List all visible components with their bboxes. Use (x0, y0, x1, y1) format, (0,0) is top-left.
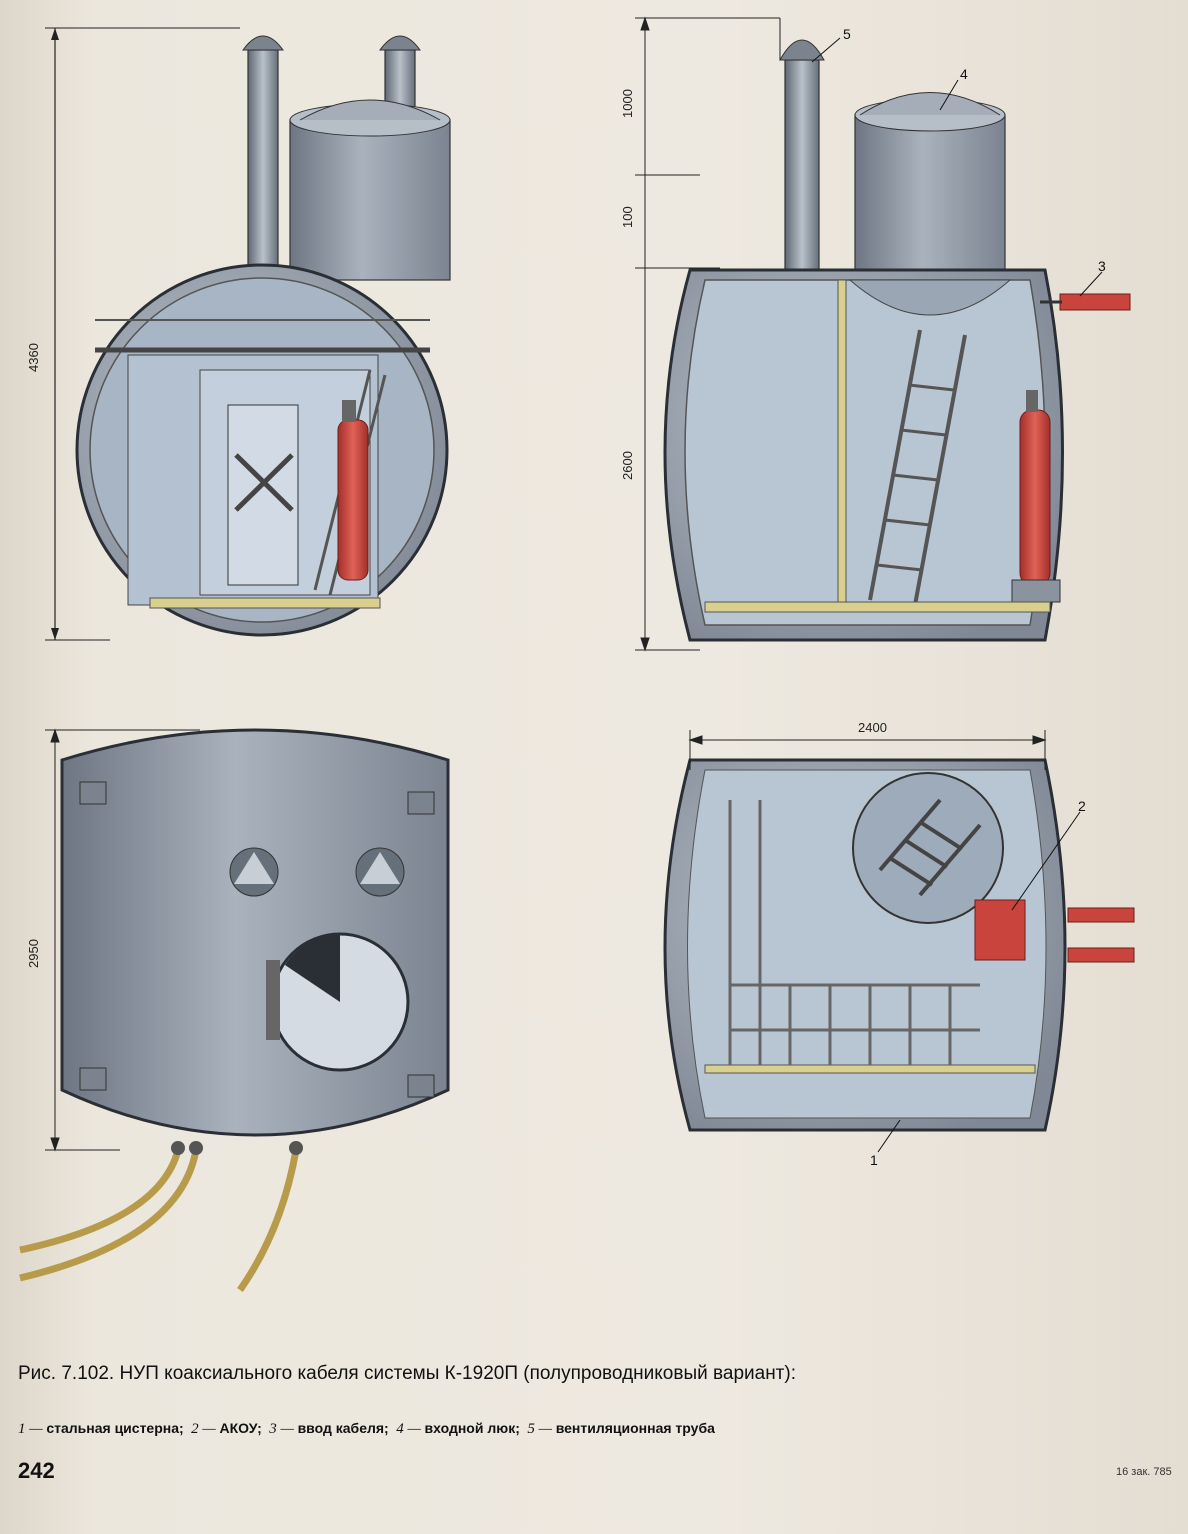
legend-item-2: 2 — АКОУ; (191, 1421, 262, 1437)
callout-4: 4 (960, 66, 968, 82)
legend-item-5: 5 — вентиляционная труба (527, 1421, 715, 1437)
legend-item-1: 1 — стальная цистерна; (18, 1421, 184, 1437)
technical-drawing (0, 0, 1188, 1360)
dim-label-4360: 4360 (26, 343, 41, 372)
callout-2: 2 (1078, 798, 1086, 814)
legend-item-3: 3 — ввод кабеля; (269, 1421, 388, 1437)
legend-item-4: 4 — входной люк; (396, 1421, 520, 1437)
figure-legend: 1 — стальная цистерна; 2 — АКОУ; 3 — вво… (18, 1420, 1078, 1438)
page-number: 242 (18, 1458, 55, 1484)
dim-label-100: 100 (620, 206, 635, 228)
dim-label-1000: 1000 (620, 89, 635, 118)
print-code: 16 зак. 785 (1116, 1466, 1172, 1478)
dim-label-2600: 2600 (620, 451, 635, 480)
section-view-side (665, 40, 1130, 640)
callout-1: 1 (870, 1152, 878, 1168)
callout-5: 5 (843, 26, 851, 42)
exterior-view (20, 730, 448, 1290)
plan-view (665, 760, 1134, 1130)
callout-3: 3 (1098, 258, 1106, 274)
section-view-front (77, 36, 450, 635)
figure-caption: Рис. 7.102. НУП коаксиального кабеля сис… (18, 1362, 1068, 1386)
dim-label-2400: 2400 (858, 720, 887, 735)
dim-label-2950: 2950 (26, 939, 41, 968)
